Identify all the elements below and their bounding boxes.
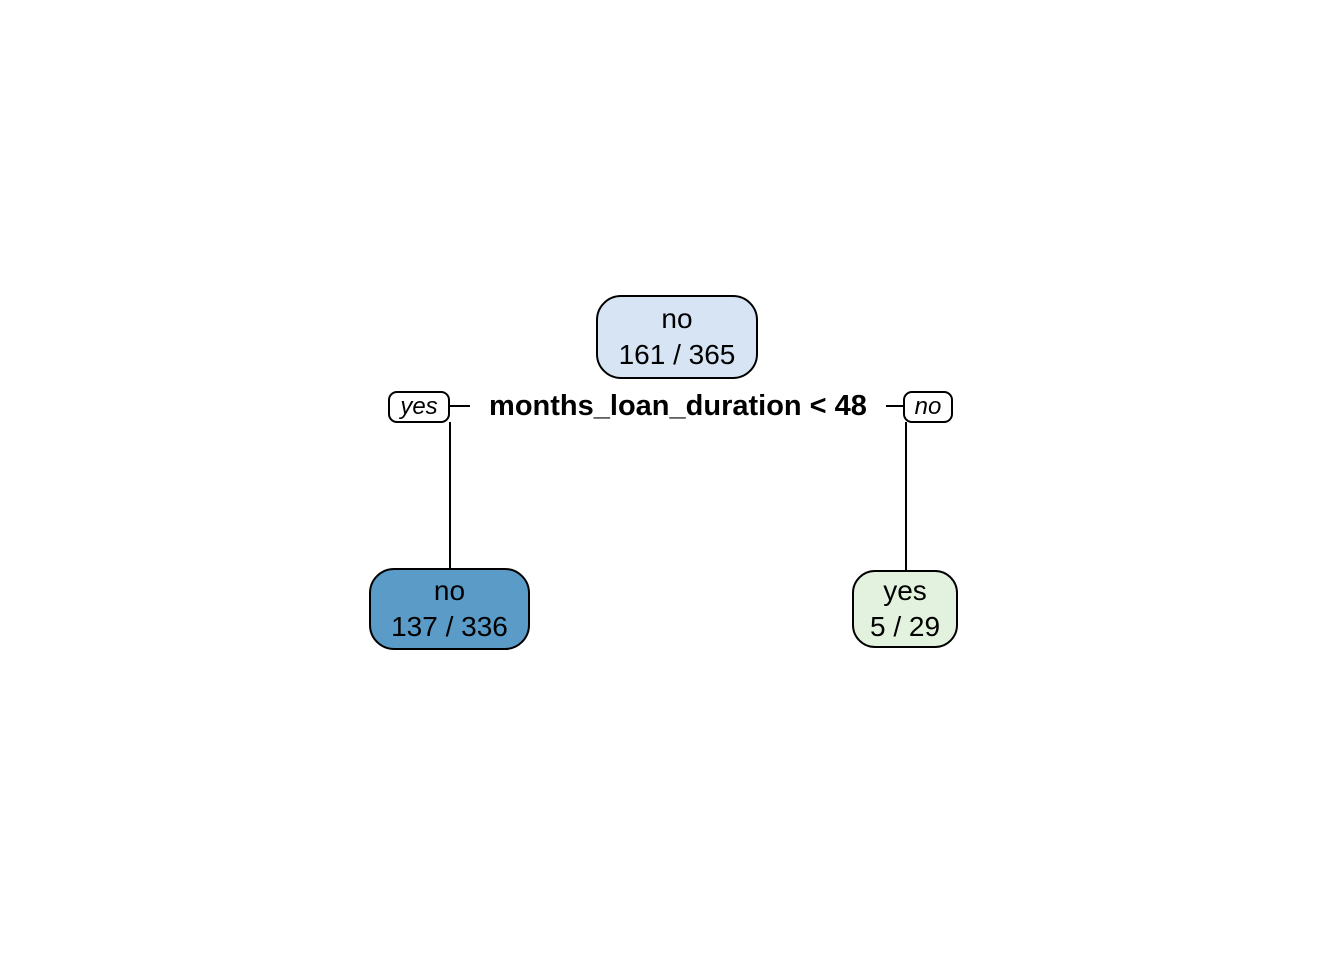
right-child-stats: 5 / 29 (869, 611, 941, 642)
no-branch-label-text: no (914, 393, 942, 420)
left-child-stats: 137 / 336 (391, 611, 508, 642)
yes-branch-label: yes (388, 391, 450, 423)
no-branch-label: no (903, 391, 953, 423)
no-branch-dash (886, 405, 903, 407)
yes-branch-dash (450, 405, 470, 407)
split-condition-label: months_loan_duration < 48 (487, 389, 869, 423)
left-branch-line (449, 422, 451, 568)
left-child-class-label: no (433, 575, 466, 606)
root-node-class-label: no (661, 303, 693, 334)
right-child-node: yes 5 / 29 (852, 570, 958, 648)
yes-branch-label-text: yes (400, 393, 438, 420)
root-node-stats: 161 / 365 (618, 339, 736, 370)
left-child-node: no 137 / 336 (369, 568, 530, 650)
root-node: no 161 / 365 (596, 295, 758, 379)
right-branch-line (905, 422, 907, 570)
right-child-class-label: yes (883, 575, 927, 606)
